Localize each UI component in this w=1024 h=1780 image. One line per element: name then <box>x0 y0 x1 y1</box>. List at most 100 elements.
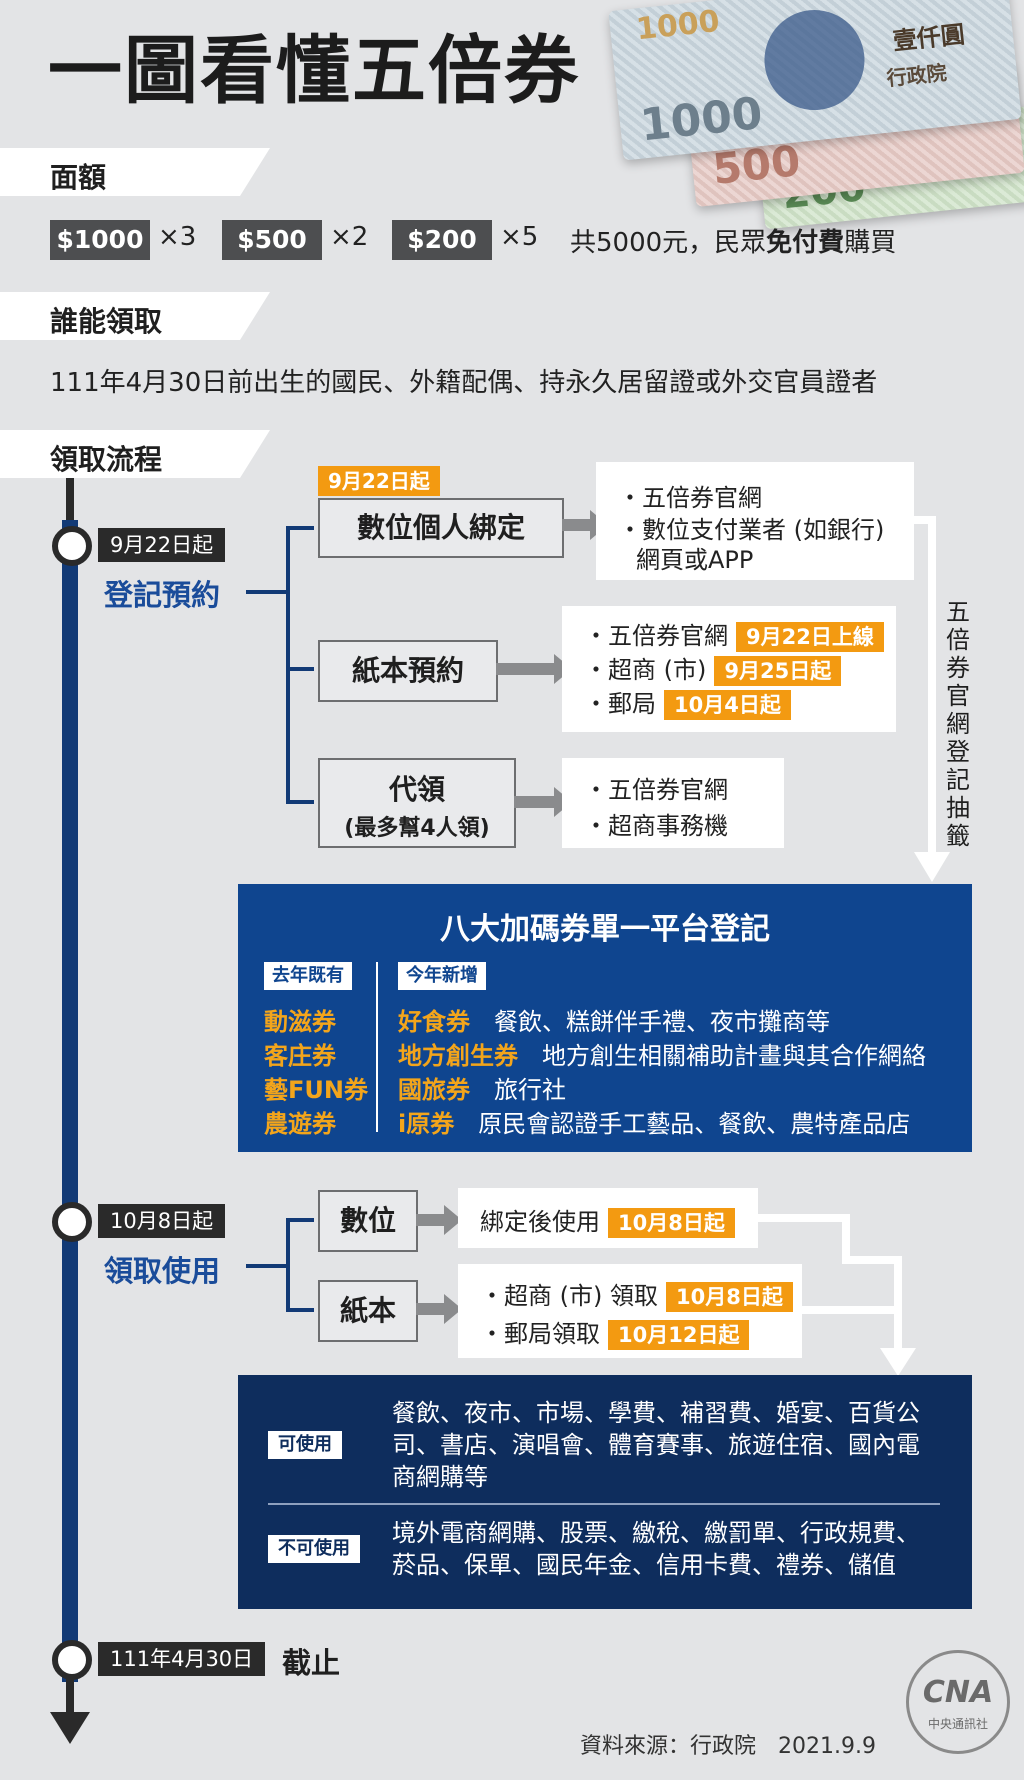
timeline-date-register: 9月22日起 <box>98 528 226 562</box>
arrow-right-icon <box>496 654 572 684</box>
existing-voucher-2: 客庄券 <box>264 1042 336 1070</box>
timeline-label-end: 截止 <box>282 1646 341 1680</box>
timeline-date-pickup: 10月8日起 <box>98 1204 226 1238</box>
pickup-connector-5 <box>802 1306 898 1314</box>
source-text: 資料來源：行政院 2021.9.9 <box>580 1734 876 1759</box>
branch-to-paper <box>286 667 314 671</box>
timeline-line <box>62 520 78 1682</box>
timeline-bottom-stem <box>66 1660 74 1715</box>
eligibility-text: 111年4月30日前出生的國民、外籍配偶、持永久居留證或外交官員證者 <box>50 368 878 398</box>
branch-vertical-pickup <box>286 1218 290 1312</box>
paper-info-tag-2: 9月25日起 <box>714 656 842 686</box>
new-voucher-row: i原券 原民會認證手工藝品、餐飲、農特產品店 <box>398 1110 911 1138</box>
pickup-paper-tag-1: 10月8日起 <box>665 1282 793 1312</box>
pickup-digital-tag: 10月8日起 <box>608 1208 735 1238</box>
pickup-paper-tag-2: 10月12日起 <box>608 1320 750 1350</box>
can-use-line-1: 餐飲、夜市、市場、學費、補習費、婚宴、百貨公 <box>392 1399 920 1427</box>
denomination-count-1000: ×3 <box>158 222 197 252</box>
digital-info-line-1: ・五倍券官網 <box>618 484 762 512</box>
paper-info-line-2: ・超商 (市)9月25日起 <box>584 650 842 686</box>
arrow-right-icon <box>416 1205 462 1235</box>
branch-line-register <box>246 590 288 594</box>
section-header-process: 領取流程 <box>0 430 270 478</box>
section-title-denomination: 面額 <box>50 161 107 194</box>
paper-info-tag-1: 9月22日上線 <box>736 622 884 652</box>
arrow-right-icon <box>416 1294 462 1324</box>
timeline-label-register: 登記預約 <box>104 578 221 612</box>
paper-reservation-box: 紙本預約 <box>318 640 498 702</box>
can-use-tag: 可使用 <box>268 1431 342 1459</box>
pickup-connector-1 <box>758 1214 850 1222</box>
timeline-top-stem <box>66 478 74 528</box>
denomination-count-500: ×2 <box>330 222 369 252</box>
section-header-eligibility: 誰能領取 <box>0 292 270 340</box>
digital-info-line-2: ・數位支付業者 (如銀行) <box>618 516 885 544</box>
usage-divider <box>268 1503 940 1505</box>
bonus-panel-title: 八大加碼券單一平台登記 <box>440 912 770 947</box>
panel-divider <box>376 962 378 1132</box>
branch-to-pickup-paper <box>286 1308 314 1312</box>
denomination-badge-500: $500 <box>222 220 322 260</box>
tag-new: 今年新增 <box>398 962 486 990</box>
pickup-connector-4 <box>894 1256 902 1352</box>
cannot-use-line-1: 境外電商網購、股票、繳稅、繳罰單、行政規費、 <box>392 1519 920 1547</box>
can-use-line-2: 司、書店、演唱會、體育賽事、旅遊住宿、國內電 <box>392 1431 920 1459</box>
timeline-date-end: 111年4月30日 <box>98 1642 266 1676</box>
denomination-count-200: ×5 <box>500 222 539 252</box>
pickup-connector-3 <box>842 1256 902 1264</box>
branch-to-digital <box>286 526 314 530</box>
lottery-vertical-note: 五倍券官網登記抽籤 <box>946 598 970 850</box>
cna-logo: CNA 中央通訊社 <box>906 1650 1010 1754</box>
bonus-voucher-panel: 八大加碼券單一平台登記 去年既有 今年新增 動滋券 客庄券 藝FUN券 農遊券 … <box>238 884 972 1152</box>
pickup-connector-2 <box>842 1214 850 1264</box>
proxy-info-line-1: ・五倍券官網 <box>584 776 728 804</box>
timeline-node-register <box>52 526 92 566</box>
section-title-eligibility: 誰能領取 <box>50 305 163 338</box>
timeline-node-end <box>52 1640 92 1680</box>
cna-logo-subtext: 中央通訊社 <box>927 1717 988 1731</box>
arrow-down-icon <box>914 852 950 882</box>
paper-info-tag-3: 10月4日起 <box>664 690 791 720</box>
proxy-info-line-2: ・超商事務機 <box>584 812 728 840</box>
section-title-process: 領取流程 <box>50 443 163 476</box>
digital-binding-info: ・五倍券官網 ・數位支付業者 (如銀行) 網頁或APP <box>596 462 914 580</box>
branch-line-pickup <box>246 1264 288 1268</box>
connector-vertical <box>928 516 936 856</box>
new-voucher-row: 好食券 餐飲、糕餅伴手禮、夜市攤商等 <box>398 1008 830 1036</box>
pickup-paper-box: 紙本 <box>318 1280 418 1342</box>
branch-to-proxy <box>286 800 314 804</box>
existing-voucher-3: 藝FUN券 <box>264 1076 368 1104</box>
timeline-label-pickup: 領取使用 <box>104 1254 221 1288</box>
arrow-right-icon <box>514 787 572 817</box>
timeline-node-pickup <box>52 1202 92 1242</box>
pickup-digital-box: 數位 <box>318 1190 418 1252</box>
digital-info-line-3: 網頁或APP <box>636 546 754 574</box>
arrow-down-icon <box>880 1348 916 1376</box>
can-use-line-3: 商網購等 <box>392 1463 488 1491</box>
free-emphasis: 免付費 <box>766 228 845 258</box>
proxy-pickup-info: ・五倍券官網 ・超商事務機 <box>562 758 784 848</box>
page-title: 一圖看懂五倍券 <box>48 28 580 114</box>
proxy-subtitle: (最多幫4人領) <box>344 816 490 841</box>
new-voucher-row: 地方創生券 地方創生相關補助計畫與其合作網絡 <box>398 1042 926 1070</box>
cna-logo-text: CNA <box>922 1675 994 1710</box>
new-voucher-row: 國旅券 旅行社 <box>398 1076 566 1104</box>
connector-horizontal <box>914 516 936 524</box>
section-header-denomination: 面額 <box>0 148 270 196</box>
total-amount-text: 共5000元，民眾免付費購買 <box>570 228 897 258</box>
branch-vertical-register <box>286 526 290 804</box>
voucher-1000-word: 壹仟圓 <box>891 20 967 56</box>
cannot-use-tag: 不可使用 <box>268 1535 360 1563</box>
proxy-pickup-box: 代領 (最多幫4人領) <box>318 758 516 848</box>
cannot-use-line-2: 菸品、保單、國民年金、信用卡費、禮券、儲值 <box>392 1551 896 1579</box>
digital-binding-box: 數位個人綁定 <box>318 498 564 558</box>
existing-voucher-4: 農遊券 <box>264 1110 336 1138</box>
